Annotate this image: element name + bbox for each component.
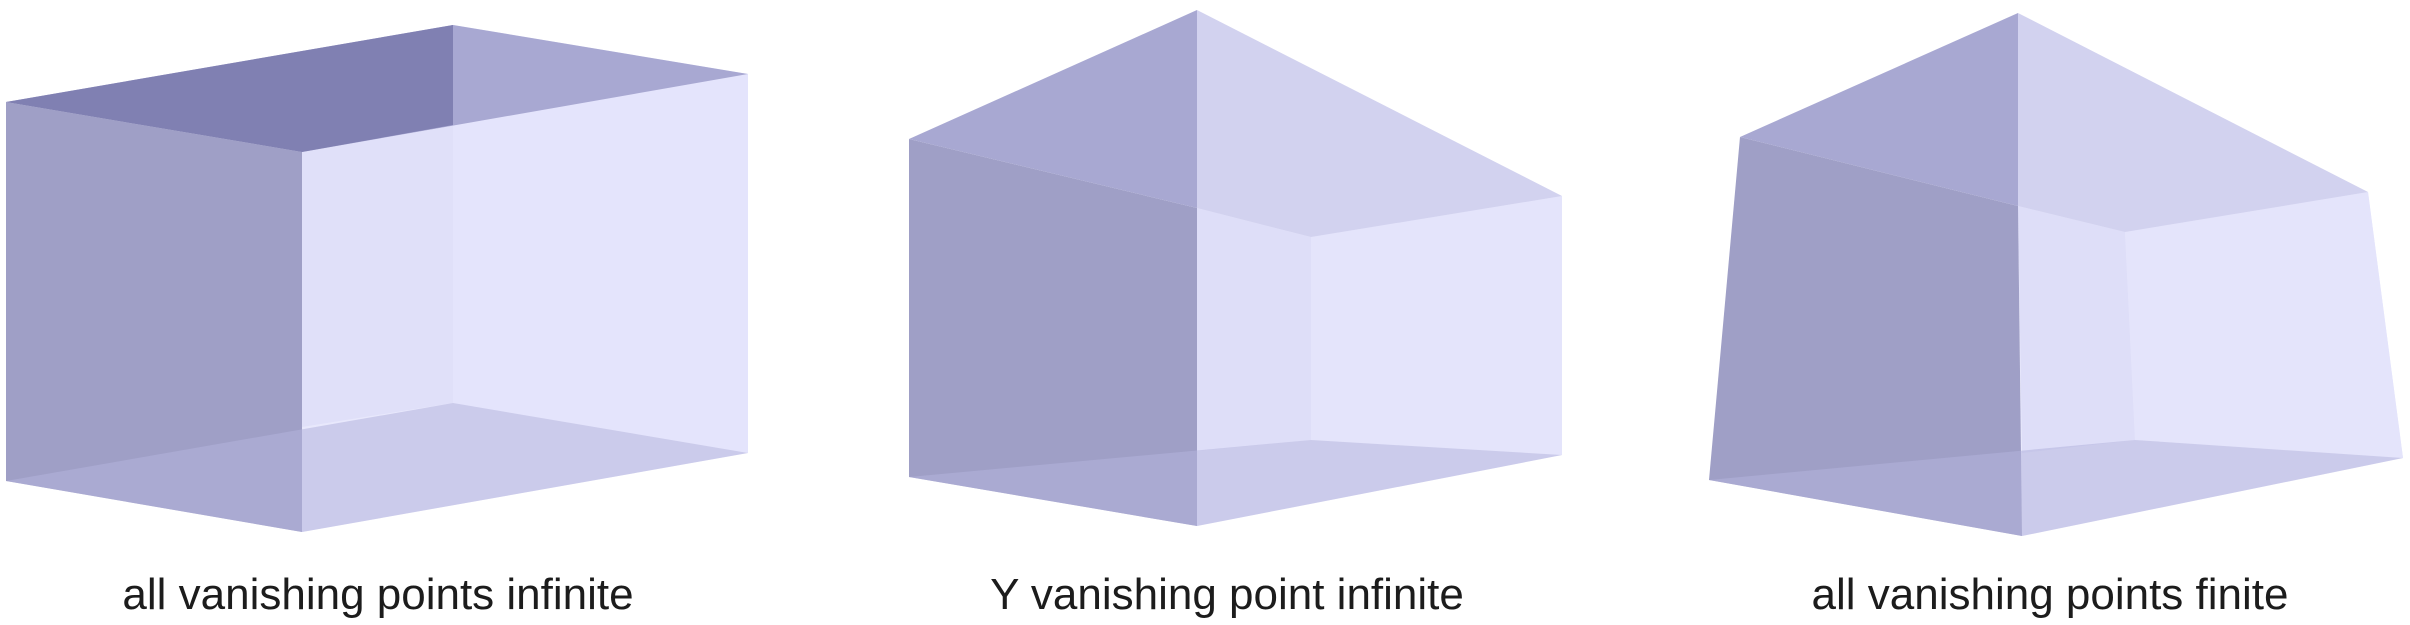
box1-bottom-face bbox=[6, 403, 748, 532]
box3-ceiling bbox=[2018, 13, 2368, 232]
caption-all-vanishing-points-finite: all vanishing points finite bbox=[1811, 570, 2289, 619]
box2-top-face bbox=[909, 10, 1197, 208]
box1-left-face bbox=[6, 102, 302, 532]
box2-bottom-face bbox=[909, 440, 1562, 526]
box3-left-face bbox=[1709, 137, 2022, 536]
caption-y-vanishing-point-infinite: Y vanishing point infinite bbox=[990, 570, 1464, 619]
caption-all-vanishing-points-infinite: all vanishing points infinite bbox=[122, 570, 634, 619]
box2-ceiling bbox=[1197, 10, 1562, 237]
box-y-vanishing-point-infinite bbox=[909, 10, 1562, 526]
box-all-vanishing-points-finite bbox=[1709, 13, 2403, 536]
box3-bottom-face bbox=[1709, 440, 2403, 536]
box1-top-dark bbox=[6, 25, 453, 152]
box-all-vanishing-points-infinite bbox=[6, 25, 748, 532]
box3-top-face bbox=[1740, 13, 2018, 206]
box2-left-face bbox=[909, 139, 1197, 526]
